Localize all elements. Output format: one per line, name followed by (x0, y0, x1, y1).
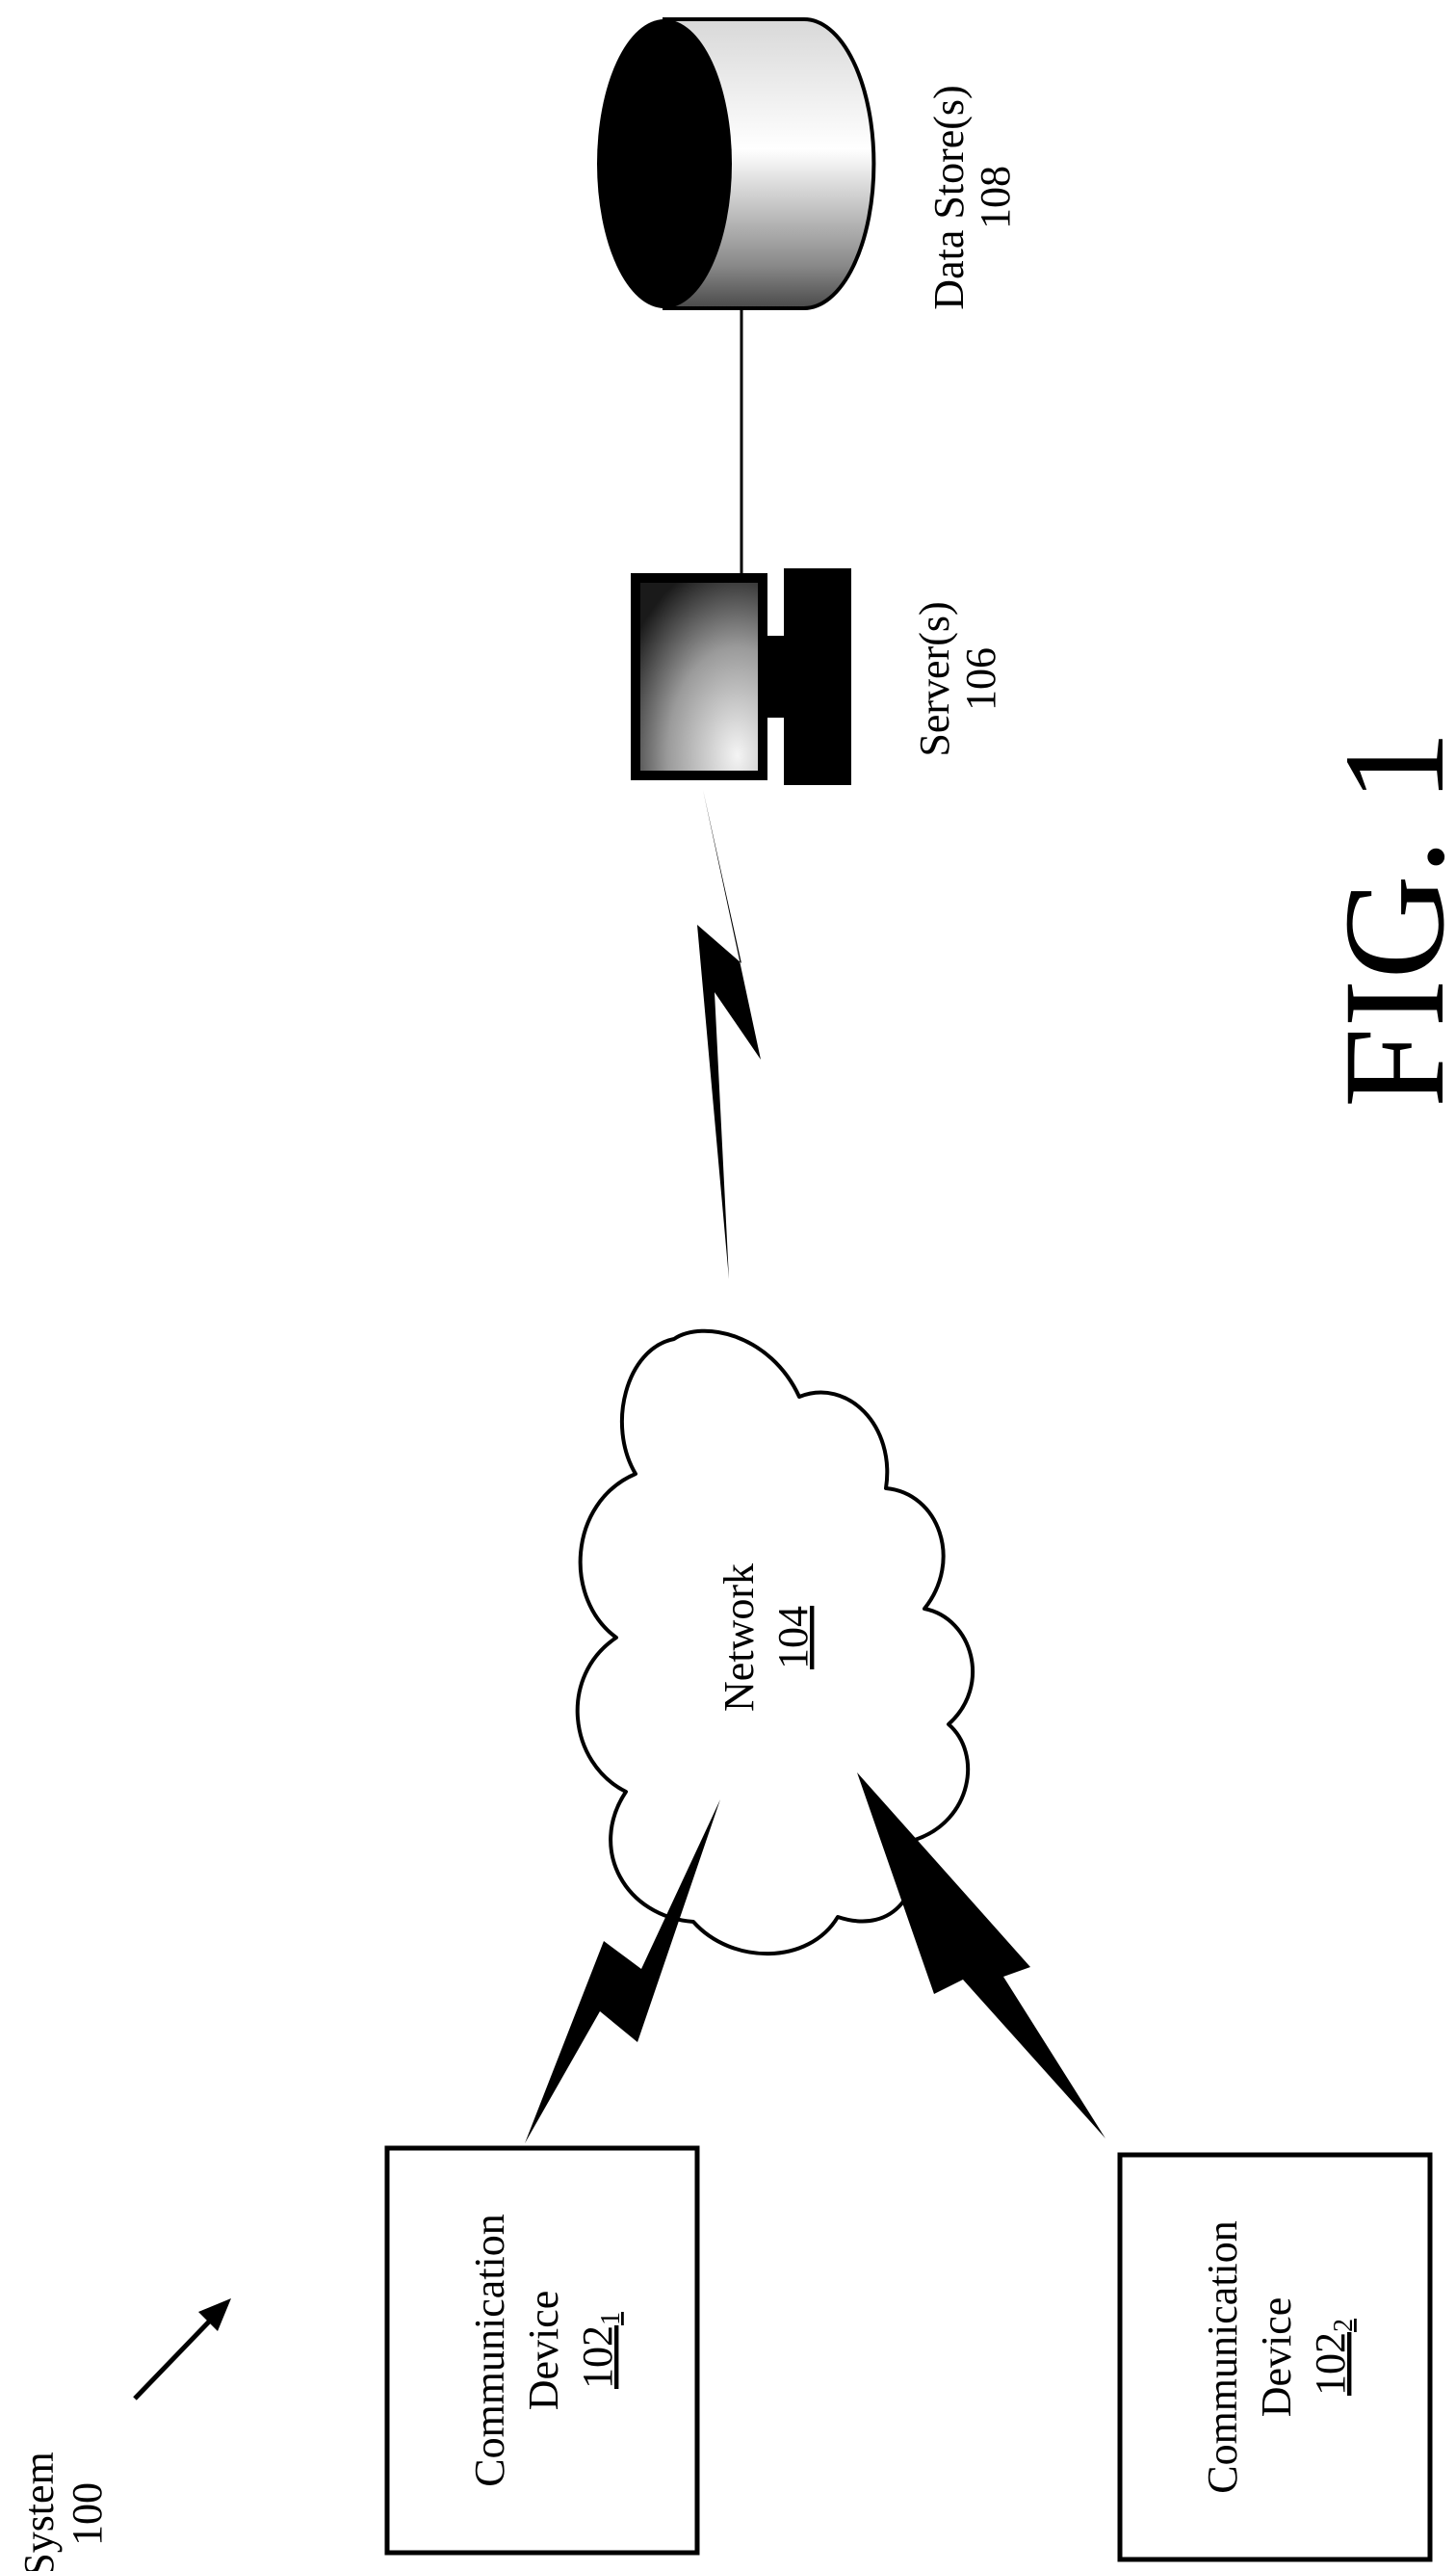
device-1-name-line2: Device (520, 2291, 567, 2411)
datastore-cap (597, 19, 732, 308)
server-monitor (636, 578, 763, 775)
device-1-name-line1: Communication (466, 2214, 513, 2487)
device-2-name-line1: Communication (1199, 2220, 1246, 2494)
datastore-name: Data Store(s) (925, 85, 973, 309)
server-ref: 106 (957, 647, 1004, 711)
device-1-ref-number: 102 (574, 2325, 621, 2389)
device-2: Communication Device 1022 (1120, 2155, 1430, 2559)
wireless-link-device2-network (857, 1772, 1105, 2138)
device-1: Communication Device 1021 (387, 2148, 697, 2553)
system-ref: 100 (64, 2482, 111, 2546)
network-ref: 104 (769, 1606, 817, 1669)
datastore-ref: 108 (972, 166, 1019, 229)
device-2-ref-sub: 2 (1329, 2319, 1359, 2332)
server-name: Server(s) (911, 601, 958, 756)
server: Server(s) 106 (636, 568, 1004, 785)
server-base (784, 568, 851, 785)
datastore: Data Store(s) 108 (597, 19, 1019, 310)
system-name: System (15, 2452, 63, 2571)
device-1-ref-sub: 1 (596, 2312, 626, 2325)
figure-label-group: FIG. 1 (1314, 730, 1456, 1108)
wireless-link-network-server (697, 790, 761, 1279)
device-2-name-line2: Device (1253, 2297, 1300, 2418)
figure-label: FIG. 1 (1314, 730, 1456, 1108)
system-label-group: System 100 (15, 2452, 111, 2571)
device-2-ref-number: 102 (1307, 2332, 1354, 2396)
system-arrow (135, 2298, 231, 2399)
server-neck (763, 636, 784, 718)
network-name: Network (715, 1563, 763, 1712)
